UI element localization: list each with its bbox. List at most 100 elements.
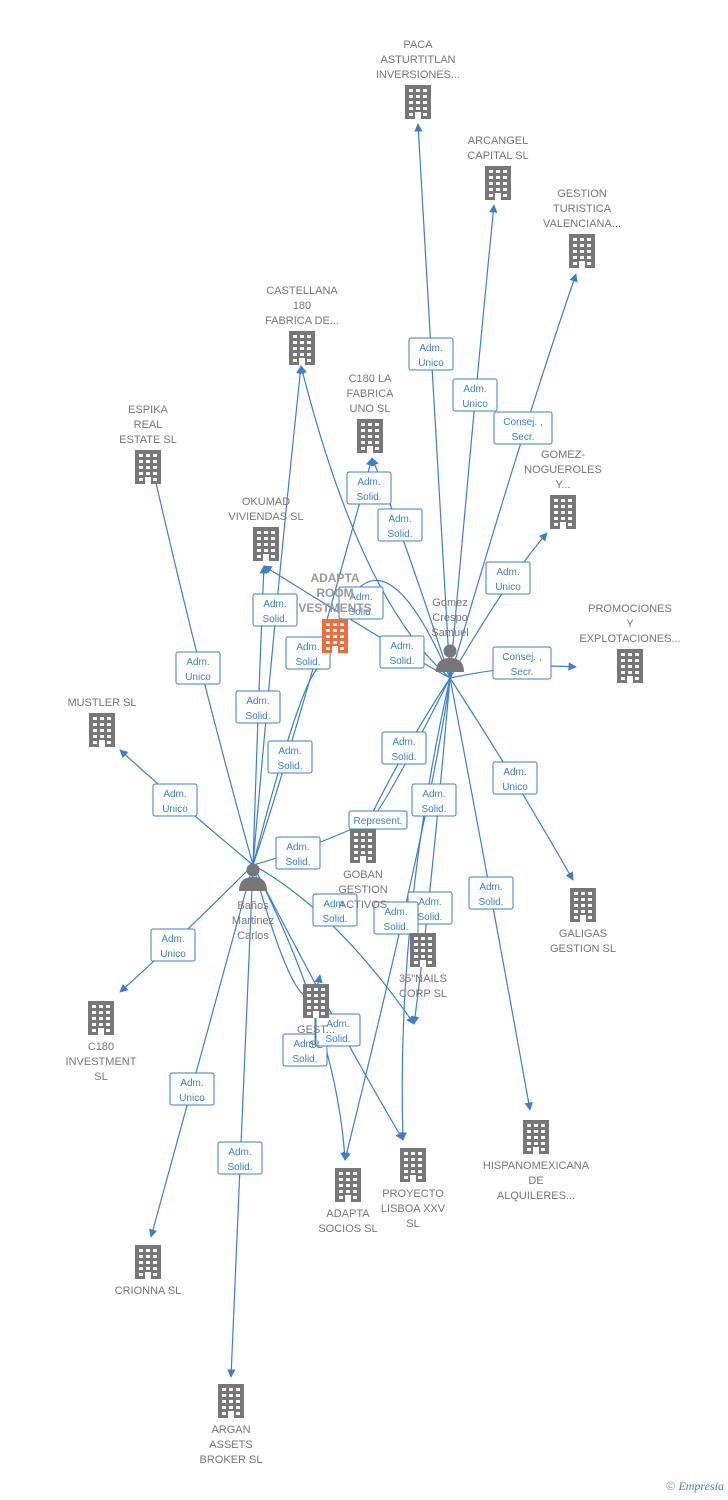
node-label-line[interactable]: TURISTICA <box>553 203 612 215</box>
relation-label[interactable]: Adm.Solid. <box>338 586 384 620</box>
relation-label-box[interactable] <box>275 836 321 870</box>
relation-label[interactable]: Adm.Solid. <box>315 1013 361 1047</box>
node-label-line[interactable]: Martinez <box>232 915 274 927</box>
node-label-line[interactable]: Y... <box>555 479 570 491</box>
relation-label-box[interactable] <box>252 593 298 627</box>
relation-label-box[interactable] <box>377 508 423 542</box>
node-label-line[interactable]: PROMOCIONES <box>588 603 672 615</box>
relation-label-box[interactable] <box>315 1013 361 1047</box>
node-label-line[interactable]: MUSTLER SL <box>67 697 136 709</box>
building-icon[interactable] <box>135 1245 161 1279</box>
relation-label[interactable]: Adm.Unico <box>152 783 198 817</box>
relation-label-box[interactable] <box>381 731 427 765</box>
relation-label[interactable]: Adm.Solid. <box>381 731 427 765</box>
node-label-line[interactable]: VALENCIANA... <box>543 218 621 230</box>
node-label-line[interactable]: ADAPTA <box>326 1208 370 1220</box>
building-icon[interactable] <box>617 649 643 683</box>
building-icon[interactable] <box>350 829 376 863</box>
node-label-line[interactable]: GESTION SL <box>550 943 616 955</box>
node-label-line[interactable]: DE <box>528 1175 543 1187</box>
company-node-espika[interactable]: ESPIKA REAL ESTATE SL <box>119 404 177 484</box>
node-label-line[interactable]: ESTATE SL <box>119 434 177 446</box>
relation-label-box[interactable] <box>152 783 198 817</box>
company-node-gestion_turistica[interactable]: GESTIONTURISTICAVALENCIANA... <box>543 188 621 268</box>
node-label-line[interactable]: INVERSIONES... <box>376 69 460 81</box>
node-label-line[interactable]: GOBAN <box>343 869 383 881</box>
relation-label[interactable]: Adm.Unico <box>175 651 221 685</box>
node-label-line[interactable]: ASTURTITLAN <box>381 54 456 66</box>
building-icon[interactable] <box>253 527 279 561</box>
building-icon[interactable] <box>303 984 329 1018</box>
node-label-line[interactable]: GALIGAS <box>559 928 607 940</box>
relation-label[interactable]: Adm.Solid. <box>379 635 425 669</box>
relation-label-box[interactable] <box>492 646 552 680</box>
building-icon[interactable] <box>405 85 431 119</box>
node-label-line[interactable]: C180 <box>88 1041 114 1053</box>
node-label-line[interactable]: GOMEZ- <box>541 449 585 461</box>
node-label-line[interactable]: EXPLOTACIONES... <box>579 633 680 645</box>
building-icon[interactable] <box>88 1001 114 1035</box>
building-icon[interactable] <box>523 1120 549 1154</box>
company-node-hispanomex[interactable]: HISPANOMEXICANA DE ALQUILERES... <box>483 1120 590 1202</box>
node-label-line[interactable]: HISPANOMEXICANA <box>483 1160 590 1172</box>
node-label-line[interactable]: ALQUILERES... <box>497 1190 575 1202</box>
company-node-mustler[interactable]: MUSTLER SL <box>67 697 137 747</box>
building-icon[interactable] <box>322 619 348 653</box>
relation-label-box[interactable] <box>267 740 313 774</box>
node-label-line[interactable]: CRIONNA SL <box>115 1285 182 1297</box>
relation-label[interactable]: Adm.Solid. <box>411 783 457 817</box>
company-node-promociones[interactable]: PROMOCIONESYEXPLOTACIONES... <box>579 603 681 683</box>
node-label-line[interactable]: FABRICA <box>346 388 394 400</box>
relation-label[interactable]: Adm.Solid. <box>217 1141 263 1175</box>
node-label-line[interactable]: SOCIOS SL <box>318 1223 377 1235</box>
relation-label-box[interactable] <box>150 928 196 962</box>
node-label-line[interactable]: ROOM <box>316 586 353 600</box>
node-label-line[interactable]: PROYECTO <box>382 1188 444 1200</box>
node-label-line[interactable]: VIVIENDAS SL <box>228 511 303 523</box>
node-label-line[interactable]: NOGUEROLES <box>524 464 602 476</box>
company-node-gest_x[interactable]: GEST...SL <box>297 984 335 1051</box>
node-label-line[interactable]: CAPITAL SL <box>467 150 528 162</box>
building-icon[interactable] <box>400 1148 426 1182</box>
relation-label-box[interactable] <box>408 337 454 371</box>
relation-label[interactable]: Adm.Unico <box>452 378 498 412</box>
building-icon[interactable] <box>89 713 115 747</box>
company-node-galigas[interactable]: GALIGAS GESTION SL <box>550 888 616 955</box>
node-label-line[interactable]: Samuel <box>431 627 468 639</box>
node-label-line[interactable]: SL <box>406 1218 419 1230</box>
building-icon[interactable] <box>357 419 383 453</box>
node-label-line[interactable]: ESPIKA <box>128 404 168 416</box>
building-icon[interactable] <box>410 933 436 967</box>
relation-label-box[interactable] <box>338 586 384 620</box>
company-node-adapta_socios[interactable]: ADAPTA SOCIOS SL <box>318 1168 378 1235</box>
relation-label[interactable]: Adm.Unico <box>485 561 531 595</box>
node-label-line[interactable]: REAL <box>134 419 163 431</box>
relation-label[interactable]: Adm.Solid. <box>373 901 419 935</box>
relation-label[interactable]: Adm.Solid. <box>346 471 392 505</box>
relation-label[interactable]: Adm.Solid. <box>377 508 423 542</box>
relation-label[interactable]: Represent. <box>348 810 408 830</box>
relation-label[interactable]: Adm.Unico <box>408 337 454 371</box>
node-label-line[interactable]: Crespo <box>432 612 467 624</box>
node-label-line[interactable]: ADAPTA <box>310 571 359 585</box>
person-icon[interactable] <box>239 863 267 892</box>
node-label-line[interactable]: Gomez <box>432 597 467 609</box>
building-icon[interactable] <box>289 331 315 365</box>
company-node-crionna[interactable]: CRIONNA SL <box>115 1245 182 1297</box>
company-node-okumad[interactable]: OKUMAD VIVIENDAS SL <box>228 496 304 561</box>
relation-label[interactable]: Consej. ,Secr. <box>493 411 553 445</box>
relation-label[interactable]: Adm.Solid. <box>285 636 331 670</box>
relation-label-box[interactable] <box>468 876 514 910</box>
node-label-line[interactable]: OKUMAD <box>242 496 290 508</box>
relation-label[interactable]: Adm.Solid. <box>468 876 514 910</box>
relation-label-box[interactable] <box>312 893 358 927</box>
node-label-line[interactable]: CASTELLANA <box>266 285 338 297</box>
relation-label[interactable]: Adm.Unico <box>492 761 538 795</box>
building-icon[interactable] <box>218 1384 244 1418</box>
